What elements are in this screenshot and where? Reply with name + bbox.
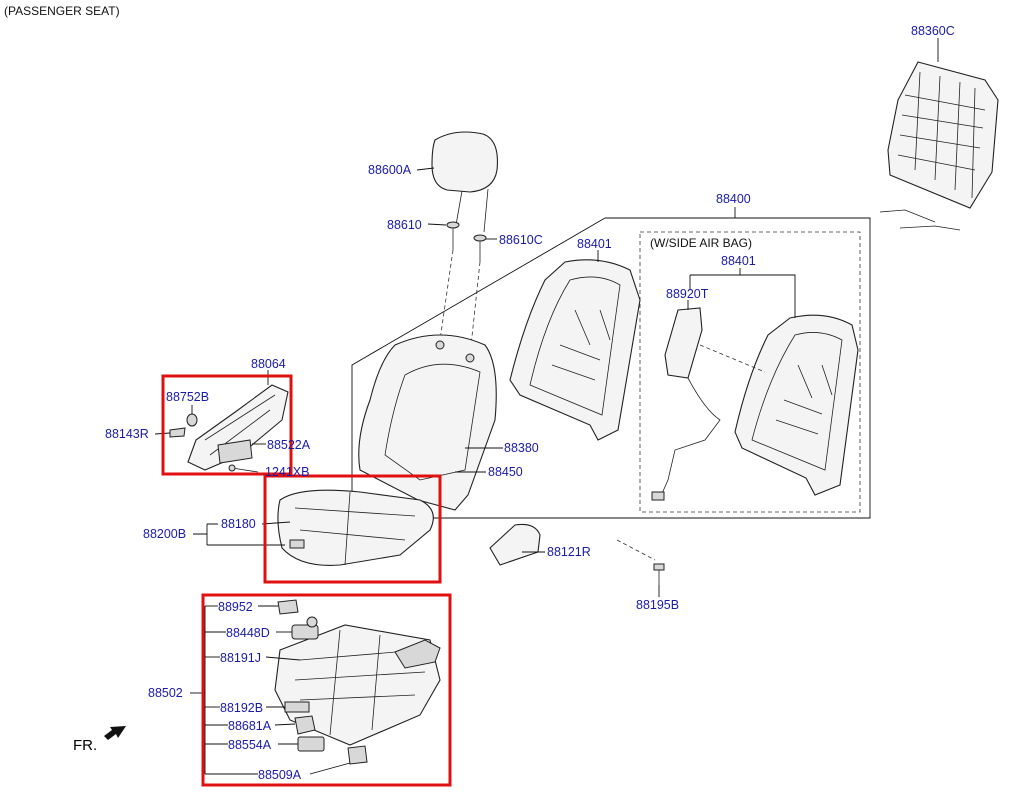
seat-cushion-88180[interactable] bbox=[277, 489, 434, 566]
recliner-knob-88121R[interactable] bbox=[489, 523, 541, 566]
part-label-88752B[interactable]: 88752B bbox=[166, 390, 210, 404]
part-label-88360C[interactable]: 88360C bbox=[911, 24, 955, 38]
highlight-box-track bbox=[201, 593, 452, 787]
part-label-88195B[interactable]: 88195B bbox=[636, 598, 680, 612]
headrest-88600A[interactable] bbox=[431, 131, 498, 233]
highlight-box-cushion bbox=[263, 474, 442, 584]
page-title: (PASSENGER SEAT) bbox=[4, 4, 120, 18]
part-label-88502[interactable]: 88502 bbox=[148, 686, 183, 700]
side-airbag-88920T[interactable] bbox=[651, 307, 721, 501]
part-label-88380[interactable]: 88380 bbox=[504, 441, 539, 455]
part-label-88200B[interactable]: 88200B bbox=[143, 527, 187, 541]
headrest-guide-88610C[interactable] bbox=[473, 234, 487, 262]
part-label-88522A[interactable]: 88522A bbox=[267, 438, 311, 452]
seatback-frame-88401-airbag[interactable] bbox=[734, 314, 859, 496]
part-label-88610[interactable]: 88610 bbox=[387, 218, 422, 232]
part-label-88448D[interactable]: 88448D bbox=[226, 626, 270, 640]
part-label-88681A[interactable]: 88681A bbox=[228, 719, 272, 733]
part-label-88191J[interactable]: 88191J bbox=[220, 651, 262, 665]
part-label-88064[interactable]: 88064 bbox=[251, 357, 286, 371]
sensor-88681A[interactable] bbox=[294, 715, 316, 735]
part-label-88401-a[interactable]: 88401 bbox=[577, 237, 612, 251]
motor-88448D[interactable] bbox=[291, 616, 319, 640]
headrest-guide-88610[interactable] bbox=[446, 221, 460, 250]
part-label-88180[interactable]: 88180 bbox=[221, 517, 256, 531]
front-label: FR. bbox=[73, 737, 98, 754]
knob-88752B[interactable] bbox=[186, 413, 198, 427]
handle-88143R[interactable] bbox=[169, 427, 186, 438]
seat-track-frame-88502[interactable] bbox=[274, 624, 441, 746]
seatback-frame-88401[interactable] bbox=[509, 259, 641, 441]
part-label-88952[interactable]: 88952 bbox=[218, 600, 253, 614]
highlight-box-side-shield bbox=[161, 374, 293, 476]
part-label-88610C[interactable]: 88610C bbox=[499, 233, 543, 247]
part-label-88509A[interactable]: 88509A bbox=[258, 768, 302, 782]
part-label-1241XB[interactable]: 1241XB bbox=[265, 465, 310, 479]
part-label-88920T[interactable]: 88920T bbox=[666, 287, 709, 301]
variant-label: (W/SIDE AIR BAG) bbox=[650, 236, 753, 250]
part-label-88192B[interactable]: 88192B bbox=[220, 701, 264, 715]
module-88554A[interactable] bbox=[297, 736, 325, 752]
bolt-88195B[interactable] bbox=[616, 539, 665, 585]
part-label-88554A[interactable]: 88554A bbox=[228, 738, 272, 752]
side-airbag-variant-box bbox=[639, 231, 861, 513]
part-label-88400[interactable]: 88400 bbox=[716, 192, 751, 206]
switch-88522A[interactable] bbox=[217, 439, 253, 464]
screw-1241XB[interactable] bbox=[228, 464, 259, 473]
connector-88509A[interactable] bbox=[347, 745, 368, 765]
part-label-88600A[interactable]: 88600A bbox=[368, 163, 412, 177]
mat-88192B[interactable] bbox=[284, 701, 310, 713]
part-label-88450[interactable]: 88450 bbox=[488, 465, 523, 479]
back-panel-88360C[interactable] bbox=[879, 61, 999, 231]
seatback-cover-88380[interactable] bbox=[358, 334, 497, 511]
part-label-88143R[interactable]: 88143R bbox=[105, 427, 149, 441]
cover-88952[interactable] bbox=[277, 599, 299, 615]
leader-lines bbox=[154, 38, 939, 775]
front-direction-arrow-icon bbox=[104, 726, 126, 740]
part-label-88401-b[interactable]: 88401 bbox=[721, 254, 756, 268]
part-label-88121R[interactable]: 88121R bbox=[547, 545, 591, 559]
